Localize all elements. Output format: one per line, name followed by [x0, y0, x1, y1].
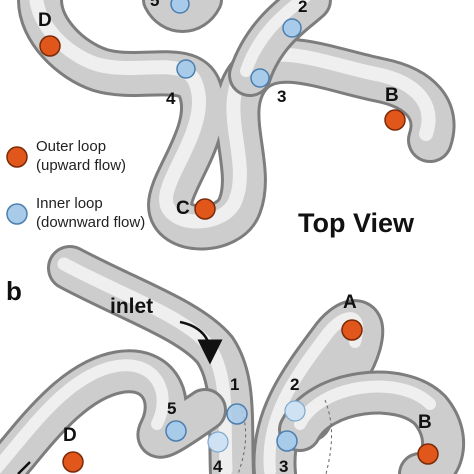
inlet-arrow	[179, 320, 223, 365]
label-b-B: B	[418, 412, 432, 433]
marker-b-3	[276, 430, 298, 452]
marker-a-2	[282, 18, 302, 38]
marker-b-1	[226, 403, 248, 425]
marker-b-4	[207, 431, 229, 453]
label-a-4: 4	[166, 89, 176, 108]
marker-a-4	[176, 59, 196, 79]
marker-b-D	[62, 451, 84, 473]
marker-b-B	[417, 443, 439, 465]
legend: Outer loop (upward flow) Inner loop (dow…	[6, 138, 145, 231]
marker-b-2	[284, 400, 306, 422]
label-a-B: B	[385, 85, 399, 106]
label-a-D: D	[38, 10, 52, 31]
marker-a-5	[170, 0, 190, 14]
label-b-5: 5	[167, 399, 176, 418]
legend-inner-marker	[6, 203, 28, 225]
panel-b-label: b	[6, 276, 22, 306]
marker-a-D	[39, 35, 61, 57]
panel-a-tube	[17, 0, 456, 251]
top-view-title: Top View	[298, 208, 415, 238]
legend-outer-line2: (upward flow)	[36, 157, 126, 174]
marker-b-A	[341, 319, 363, 341]
marker-b-5	[165, 420, 187, 442]
legend-outer-marker	[6, 146, 28, 168]
legend-inner-line2: (downward flow)	[36, 214, 145, 231]
marker-a-C	[194, 198, 216, 220]
marker-a-3	[250, 68, 270, 88]
outlet-arrow	[17, 461, 31, 474]
label-a-C: C	[176, 198, 190, 219]
label-b-3: 3	[279, 457, 288, 474]
marker-a-B	[384, 109, 406, 131]
label-a-5: 5	[150, 0, 159, 10]
label-a-2: 2	[298, 0, 307, 16]
label-b-1: 1	[230, 375, 239, 394]
label-b-2: 2	[290, 375, 299, 394]
label-b-4: 4	[213, 457, 223, 474]
inlet-label: inlet	[110, 295, 153, 318]
legend-outer-line1: Outer loop	[36, 138, 106, 155]
label-a-3: 3	[277, 87, 286, 106]
label-b-A: A	[343, 292, 357, 313]
label-b-D: D	[63, 425, 77, 446]
legend-inner-line1: Inner loop	[36, 195, 103, 212]
